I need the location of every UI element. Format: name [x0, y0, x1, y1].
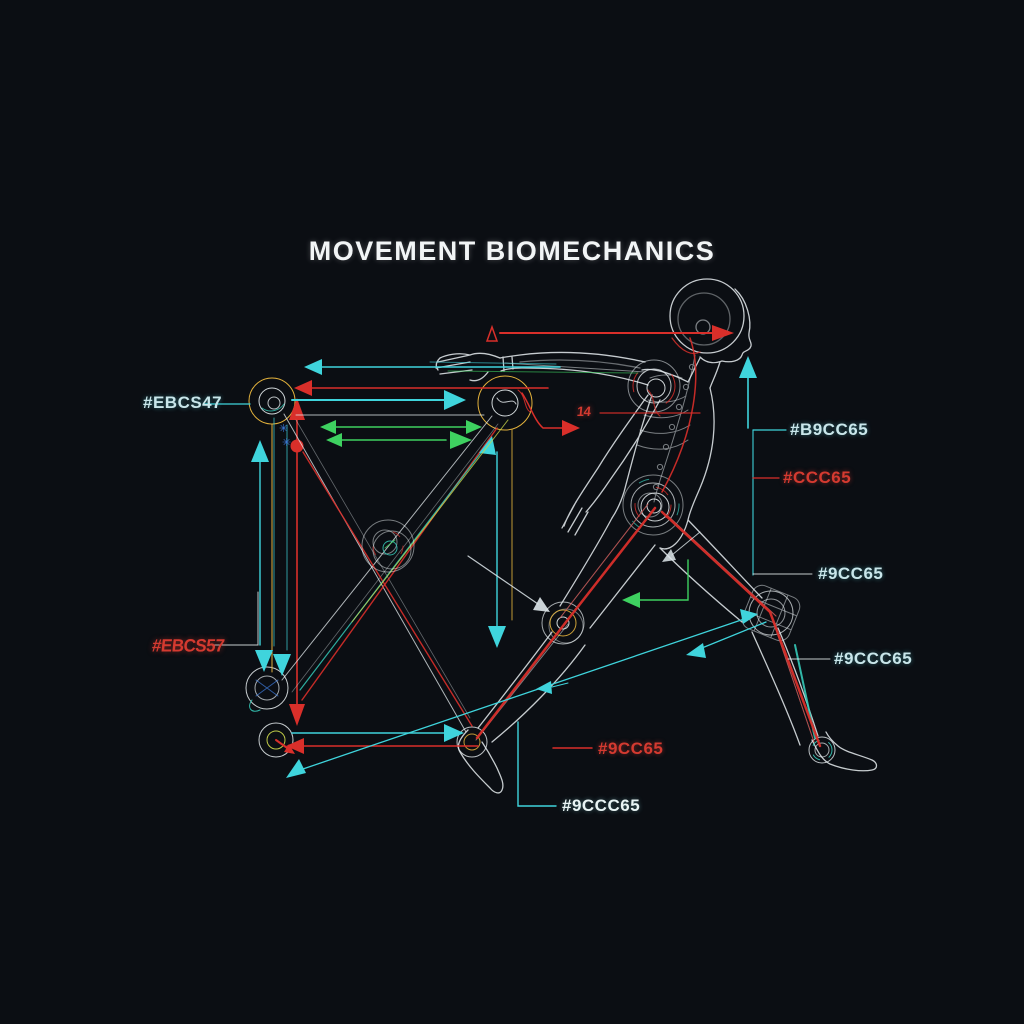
- front-thigh: [559, 517, 656, 629]
- label-left-lower: #EBCS57: [151, 635, 226, 656]
- cyan-arrow-down-knee: [488, 626, 506, 648]
- face-profile: [699, 288, 752, 364]
- torso-back: [659, 387, 715, 550]
- teal-arrowhead-bottom-left: [286, 759, 306, 778]
- white-arrowhead-hip: [662, 549, 676, 562]
- head-outline: [669, 278, 745, 354]
- teal-diagonal-long: [299, 616, 751, 771]
- cyan-arrow-up: [251, 440, 269, 462]
- cyan-arrow-down-2: [273, 654, 291, 676]
- scapula-red-mark: [647, 389, 661, 417]
- cyan-foot-bracket: [517, 721, 557, 807]
- green-arrowhead-right-1: [466, 420, 482, 434]
- neck-red-arc: [671, 337, 701, 355]
- arm-bone: [504, 362, 646, 373]
- ear-icon: [695, 319, 711, 335]
- leg-red-parallels: [559, 503, 815, 743]
- front-ankle-joint: [456, 726, 488, 758]
- label-left-upper: #EBCS47: [143, 393, 223, 412]
- label-bottom-cyan: #9CCC65: [562, 796, 641, 815]
- corner-bottom-left-lower: [258, 722, 295, 758]
- spark-icon-2: ✳: [282, 436, 291, 449]
- pelvis-circle: [637, 492, 663, 518]
- teal-diagonal-short: [696, 621, 767, 651]
- red-elbow-shoulder: [521, 392, 567, 429]
- measurement-frame: [204, 324, 831, 807]
- skull-sketch: [677, 292, 731, 346]
- cross-diagonals: [281, 413, 509, 733]
- arm-trailing: [575, 394, 661, 513]
- cyan-arrowhead-left-1: [304, 359, 322, 375]
- kinetic-chain-lines: [475, 337, 822, 748]
- white-arrow-hip-line: [671, 531, 701, 556]
- collarbone: [649, 374, 683, 379]
- cyan-arrowhead-right-bottom: [444, 724, 464, 742]
- red-arrowhead-right-small: [562, 420, 580, 436]
- cyan-arrowhead-up-chin: [739, 356, 757, 378]
- cross-center-hub: [361, 519, 415, 573]
- hip-joint: [622, 474, 684, 536]
- label-right-hip: #CCC65: [783, 468, 852, 487]
- green-arrowhead-hip: [622, 592, 640, 608]
- spark-icon-1: ✳: [279, 422, 288, 435]
- corner-top-right: [477, 375, 533, 431]
- green-elbow: [637, 559, 689, 601]
- delta-marker-icon: [485, 324, 499, 342]
- spine-red-curve: [661, 337, 697, 493]
- front-shin: [477, 631, 586, 743]
- red-arrow-up: [289, 398, 305, 420]
- label-right-knee: #9CC65: [818, 564, 884, 583]
- back-leg-red: [660, 510, 822, 748]
- label-right-shoulder: #B9CC65: [790, 420, 869, 439]
- cyan-arm-guide: [429, 361, 557, 365]
- hand-trailing: [561, 501, 589, 536]
- corner-bottom-left-upper: [245, 666, 289, 712]
- back-shin: [751, 627, 819, 746]
- label-bottom-red: #9CC65: [598, 739, 664, 758]
- teal-arrowhead-short: [686, 643, 706, 658]
- page-title: MOVEMENT BIOMECHANICS: [308, 236, 716, 266]
- front-foot: [457, 729, 504, 794]
- arm-extended-bottom: [500, 367, 649, 386]
- red-arrowhead-left: [294, 380, 312, 396]
- red-node-dot: [290, 439, 304, 453]
- white-arrowhead-knee: [533, 597, 550, 612]
- arm-extended-top: [499, 351, 646, 363]
- red-arrowhead-right-neck: [712, 325, 734, 341]
- cyan-arrow-down-1: [255, 650, 273, 672]
- red-arrow-down: [289, 704, 305, 726]
- green-arrowhead-left-2: [326, 433, 342, 447]
- hand-front: [435, 352, 501, 382]
- white-arrow-knee-line: [467, 555, 539, 605]
- label-right-shin: #9CCC65: [834, 649, 913, 668]
- shoulder-contour: [641, 368, 689, 383]
- green-arrowhead-left-1: [320, 420, 336, 434]
- cyan-tick-knee: [551, 682, 569, 688]
- green-arrowhead-right-2: [450, 431, 472, 449]
- joint-markers: [456, 359, 836, 764]
- ribs: [636, 395, 691, 450]
- arm-sketch-line: [519, 359, 641, 369]
- corner-top-left: [248, 377, 296, 425]
- red-arrowhead-left-bottom: [286, 738, 304, 754]
- teal-arrowhead-to-knee: [740, 609, 758, 624]
- torso-front: [611, 394, 653, 519]
- green-arm-guide: [447, 370, 639, 374]
- front-knee-joint: [541, 601, 585, 645]
- back-foot: [811, 731, 878, 772]
- front-leg-red: [475, 506, 657, 740]
- cyan-arrowhead-right-big: [444, 390, 466, 410]
- left-lower-bracket: [209, 591, 259, 646]
- spine-line: [653, 354, 696, 503]
- cyan-arrowhead-small-left: [536, 681, 552, 694]
- annotation-small: 14: [576, 403, 592, 420]
